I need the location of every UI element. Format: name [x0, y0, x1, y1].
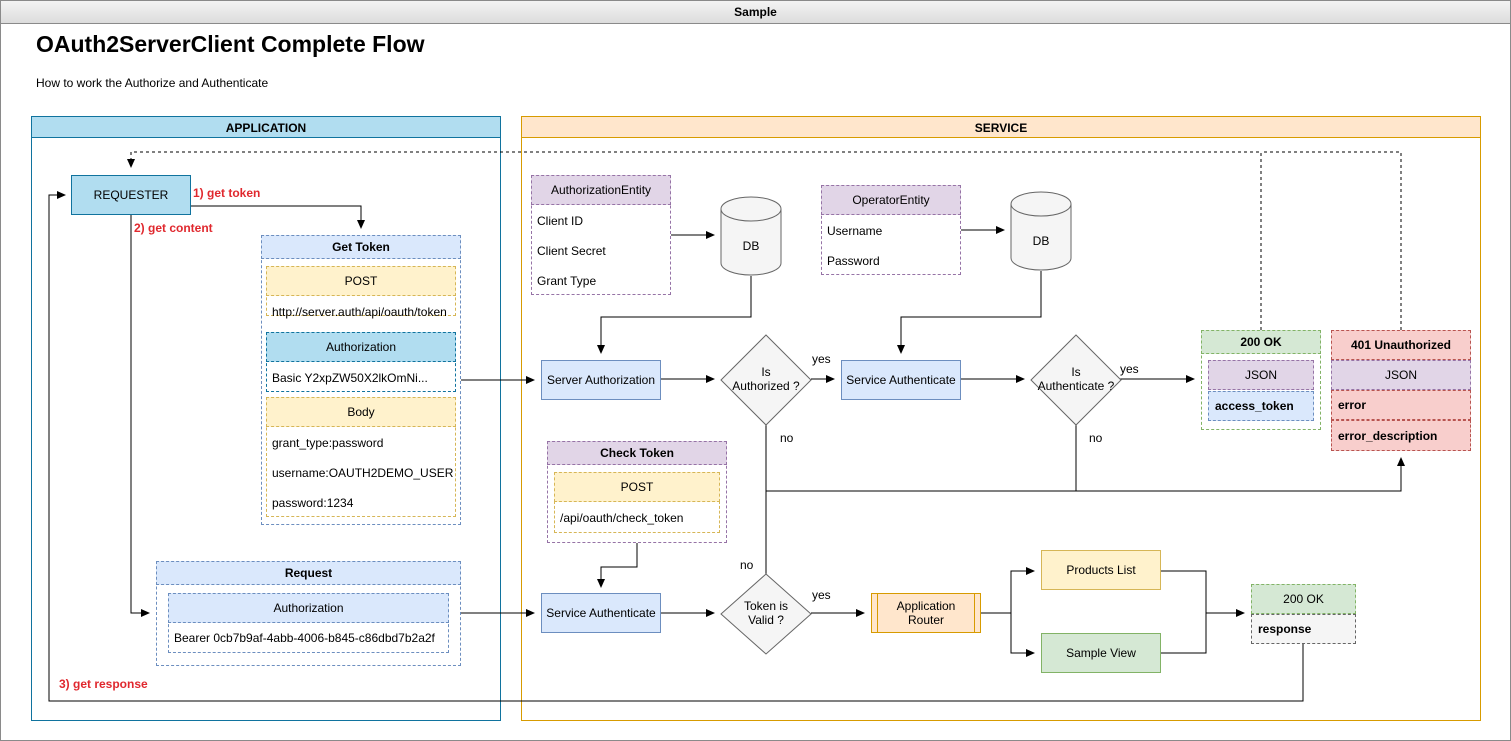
decision-text: Authorized ? — [732, 379, 800, 393]
edge-label-yes: yes — [812, 352, 831, 366]
edge-label-no: no — [740, 558, 754, 572]
db1-top — [720, 196, 782, 222]
edge-label-yes: yes — [1120, 362, 1139, 376]
operator-entity-field: Username — [827, 224, 883, 238]
step-get-content: 2) get content — [134, 221, 213, 235]
db1-label: DB — [742, 239, 760, 253]
decision-is-authorized — [720, 334, 812, 426]
ok-token-type: JSON — [1208, 360, 1314, 390]
decision-text: Token is — [743, 599, 789, 613]
decision-token-valid — [720, 573, 812, 655]
db1-body — [720, 209, 782, 276]
requester-box: REQUESTER — [71, 175, 191, 215]
get-token-method: POST — [266, 266, 456, 296]
edge-checktoken-to-serviceauth — [597, 543, 638, 588]
decision-is-authorized-label: Is Authorized ? — [726, 364, 806, 394]
window-titlebar: Sample — [1, 1, 1510, 24]
service-authenticate-box-2: Service Authenticate — [541, 593, 661, 633]
edge-requester-to-gettoken — [191, 205, 365, 229]
request-title: Request — [156, 561, 461, 585]
get-token-body-line: grant_type:password — [272, 436, 384, 450]
edge-response-to-requester — [48, 191, 1304, 702]
authorization-entity-field: Client ID — [537, 214, 584, 228]
edge-router-to-products — [981, 567, 1035, 614]
get-token-body-header: Body — [266, 397, 456, 427]
db2-label: DB — [1032, 234, 1050, 248]
get-token-url: http://server.auth/api/oauth/token — [272, 305, 447, 319]
ok-response-title: 200 OK — [1251, 584, 1356, 614]
edge-401-to-requester — [1261, 151, 1402, 330]
application-router-text: Application — [896, 599, 956, 613]
application-router-box: Application Router — [871, 593, 981, 633]
get-token-body-line: username:OAUTH2DEMO_USER — [272, 466, 454, 480]
decision-text: Is — [761, 365, 771, 379]
get-token-auth-header: Authorization — [266, 332, 456, 362]
unauthorized-title: 401 Unauthorized — [1331, 330, 1471, 360]
decision-is-authenticate — [1030, 334, 1122, 426]
get-token-auth-value: Basic Y2xpZW50X2lkOmNi... — [272, 371, 428, 385]
edge-200ok-to-requester — [127, 151, 1262, 330]
step-get-response: 3) get response — [59, 677, 148, 691]
ok-token-field: access_token — [1208, 391, 1314, 421]
step-get-token: 1) get token — [193, 186, 261, 200]
router-left-bar — [877, 593, 878, 633]
edge-label-no: no — [780, 431, 794, 445]
application-lane-header: APPLICATION — [31, 116, 501, 138]
decision-is-authenticate-label: Is Authenticate ? — [1031, 364, 1121, 394]
decision-token-valid-label: Token is Valid ? — [726, 598, 806, 628]
ok-token-title: 200 OK — [1201, 330, 1321, 354]
sample-view-box: Sample View — [1041, 633, 1161, 673]
service-lane-header: SERVICE — [521, 116, 1481, 138]
unauthorized-type: JSON — [1331, 360, 1471, 390]
decision-text: Is — [1071, 365, 1081, 379]
authorization-entity-title: AuthorizationEntity — [531, 175, 671, 205]
operator-entity-title: OperatorEntity — [821, 185, 961, 215]
operator-entity-field: Password — [827, 254, 880, 268]
authorization-entity-field: Client Secret — [537, 244, 606, 258]
unauthorized-field: error — [1331, 390, 1471, 420]
request-auth-header: Authorization — [168, 593, 449, 623]
check-token-url: /api/oauth/check_token — [560, 511, 684, 525]
edge-router-to-sampleview — [1010, 613, 1035, 657]
authorization-entity-field: Grant Type — [537, 274, 597, 288]
server-authorization-box: Server Authorization — [541, 360, 661, 400]
db2-top — [1010, 191, 1072, 217]
check-token-method: POST — [554, 472, 720, 502]
application-router-text: Router — [907, 613, 945, 627]
unauthorized-field: error_description — [1331, 420, 1471, 451]
edge-db2-to-serviceauth — [897, 271, 1042, 354]
products-list-box: Products List — [1041, 550, 1161, 590]
decision-text: Valid ? — [748, 613, 784, 627]
get-token-body-line: password:1234 — [272, 496, 354, 510]
page-subtitle: How to work the Authorize and Authentica… — [36, 76, 269, 90]
router-right-bar — [974, 593, 975, 633]
edge-label-no: no — [1089, 431, 1103, 445]
ok-response-field: response — [1251, 614, 1356, 644]
decision-text: Authenticate ? — [1037, 379, 1115, 393]
page-title: OAuth2ServerClient Complete Flow — [36, 31, 425, 57]
service-authenticate-box: Service Authenticate — [841, 360, 961, 400]
edge-requester-to-request — [130, 215, 150, 617]
get-token-title: Get Token — [261, 235, 461, 259]
edge-sampleview-to-200ok — [1161, 613, 1207, 654]
request-auth-value: Bearer 0cb7b9af-4abb-4006-b845-c86dbd7b2… — [174, 631, 435, 645]
edge-no-to-401 — [766, 457, 1405, 492]
db2-body — [1010, 204, 1072, 271]
check-token-title: Check Token — [547, 441, 727, 465]
edge-db-to-serverauth — [597, 276, 752, 354]
edge-products-to-200ok — [1161, 570, 1245, 617]
edge-label-yes: yes — [812, 588, 831, 602]
